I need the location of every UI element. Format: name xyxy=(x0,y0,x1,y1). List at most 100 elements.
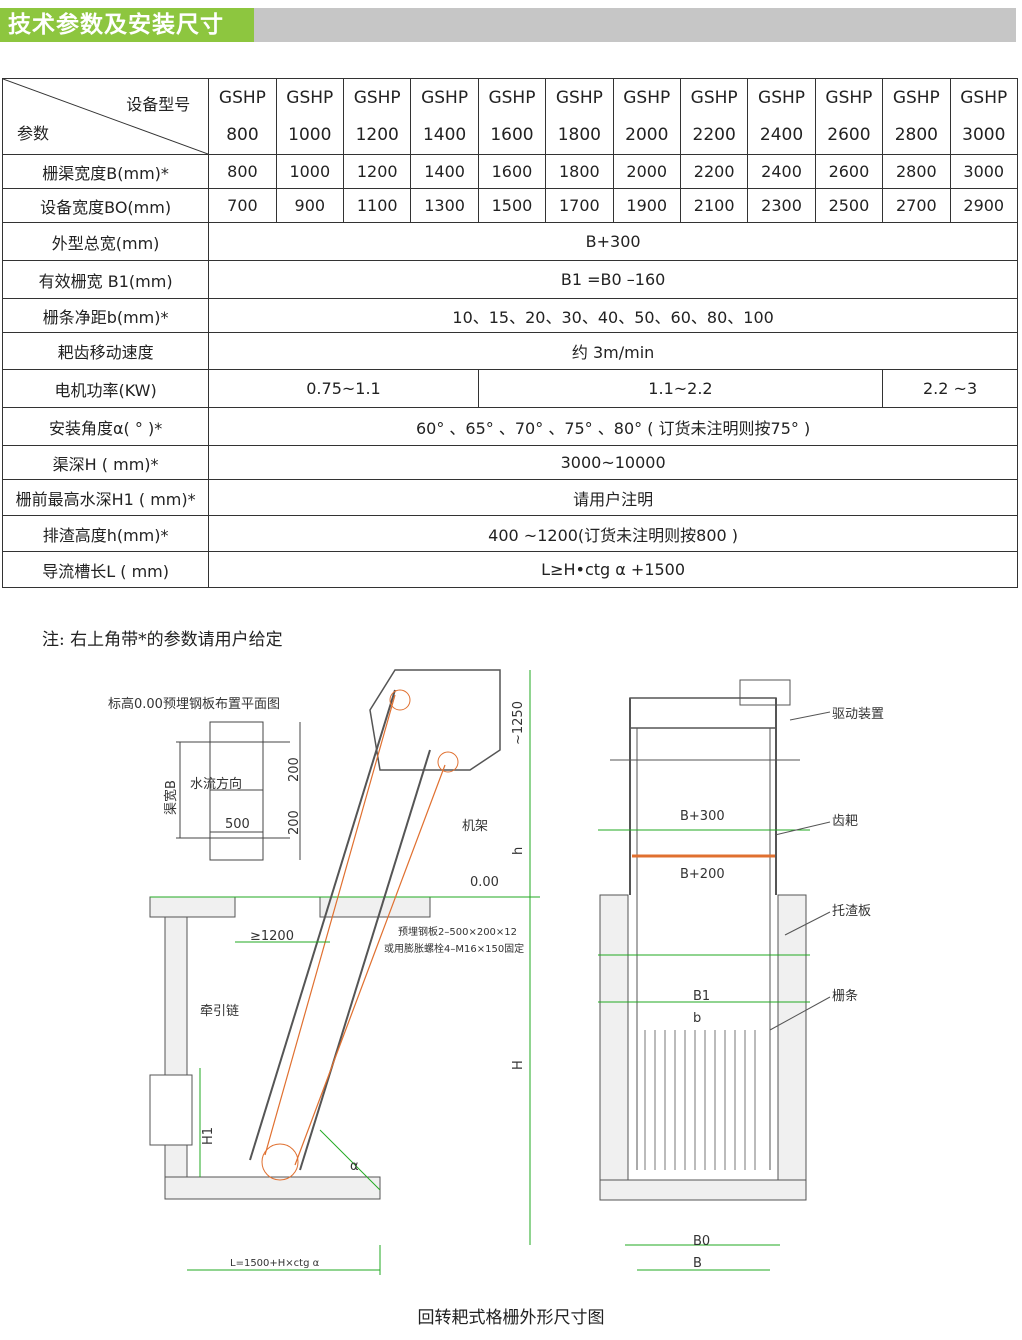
table-cell: 1700 xyxy=(545,188,614,223)
row-label: 栅渠宽度B(mm)* xyxy=(1,154,210,189)
side-view: ~1250 机架 h 0.00 ≥1200 预埋钢板2–500×200×12 或… xyxy=(149,669,540,1275)
parameter-note: 注: 右上角带*的参数请用户给定 xyxy=(42,630,283,650)
table-cell: 2600 xyxy=(814,154,884,189)
table-cell: 约 3m/min xyxy=(208,332,1018,370)
chain-label: 牵引链 xyxy=(200,1004,239,1019)
rake-label: 齿耙 xyxy=(832,814,858,829)
section-title: 技术参数及安装尺寸 xyxy=(0,8,254,42)
row-label: 栅前最高水深H1 ( mm)* xyxy=(1,479,210,516)
table-cell: B+300 xyxy=(208,222,1018,261)
table-cell: 2500 xyxy=(814,188,884,223)
dim-200-bottom: 200 xyxy=(287,810,302,835)
table-row-install-angle: 安装角度α( ° )* 60° 、65° 、70° 、75° 、80° ( 订货… xyxy=(1,407,1018,446)
table-row-overall-width: 外型总宽(mm) B+300 xyxy=(1,222,1018,261)
dim-b-plus-300: B+300 xyxy=(680,809,725,824)
dim-b-small: b xyxy=(693,1011,701,1026)
table-cell: 2100 xyxy=(679,188,749,223)
bars-label: 栅条 xyxy=(832,988,858,1004)
scraper-label: 托渣板 xyxy=(832,904,871,919)
table-cell: 2900 xyxy=(949,188,1019,223)
corner-diagonal xyxy=(3,79,208,154)
table-cell: 1800 xyxy=(545,154,614,189)
drive-label: 驱动装置 xyxy=(832,707,884,722)
dim-b1: B1 xyxy=(693,989,710,1004)
angle-alpha: α xyxy=(350,1159,359,1174)
table-cell: 2700 xyxy=(882,188,951,223)
table-cell: 1000 xyxy=(275,154,345,189)
table-row-max-water-depth: 栅前最高水深H1 ( mm)* 请用户注明 xyxy=(1,479,1018,516)
plate-note-1: 预埋钢板2–500×200×12 xyxy=(398,925,517,938)
table-cell: 0.75~1.1 xyxy=(208,369,479,408)
table-cell: 2200 xyxy=(679,154,749,189)
front-view: 驱动装置 齿耙 托渣板 栅条 B+300 B+200 B1 b B0 B xyxy=(598,679,884,1271)
table-cell: B1 =B0 –160 xyxy=(208,260,1018,299)
table-cell: 2.2 ~3 xyxy=(882,369,1018,408)
table-cell: 1100 xyxy=(342,188,412,223)
table-cell: L≥H•ctg α +1500 xyxy=(208,551,1018,588)
flow-direction-label: 水流方向 xyxy=(190,776,242,792)
table-cell: 1200 xyxy=(342,154,412,189)
table-cell: 1600 xyxy=(477,154,547,189)
table-row-equipment-width: 设备宽度BO(mm) 700 900 1100 1300 1500 1700 1… xyxy=(1,188,1019,223)
plan-title: 标高0.00预埋钢板布置平面图 xyxy=(108,696,280,712)
table-cell: 1900 xyxy=(612,188,681,223)
table-cell: 900 xyxy=(275,188,345,223)
table-row-bar-spacing: 栅条净距b(mm)* 10、15、20、30、40、50、60、80、100 xyxy=(1,298,1018,333)
dim-b0: B0 xyxy=(693,1234,710,1249)
table-row-motor-power: 电机功率(KW) 0.75~1.1 1.1~2.2 2.2 ~3 xyxy=(1,369,1018,408)
plate-note-2: 或用膨胀螺栓4–M16×150固定 xyxy=(384,942,524,955)
table-cell: 1.1~2.2 xyxy=(477,369,884,408)
corner-cell: 设备型号 参数 xyxy=(1,78,210,155)
dim-b-plus-200: B+200 xyxy=(680,867,725,882)
table-row-discharge-height: 排渣高度h(mm)* 400 ~1200(订货未注明则按800 ) xyxy=(1,515,1018,552)
row-label: 有效栅宽 B1(mm) xyxy=(1,260,210,299)
dim-b: B xyxy=(693,1256,702,1271)
dim-200-top: 200 xyxy=(287,757,302,782)
table-row-guide-trough: 导流槽长L ( mm) L≥H•ctg α +1500 xyxy=(1,551,1018,588)
row-label: 渠深H ( mm)* xyxy=(1,445,210,480)
table-cell: 10、15、20、30、40、50、60、80、100 xyxy=(208,298,1018,333)
row-label: 耙齿移动速度 xyxy=(1,332,210,370)
row-label: 设备宽度BO(mm) xyxy=(1,188,210,223)
row-label: 导流槽长L ( mm) xyxy=(1,551,210,588)
table-cell: 700 xyxy=(208,188,277,223)
table-cell: 1300 xyxy=(410,188,479,223)
elevation-label: 0.00 xyxy=(470,875,499,890)
corner-label-param: 参数 xyxy=(17,124,50,143)
row-label: 栅条净距b(mm)* xyxy=(1,298,210,333)
table-cell: 请用户注明 xyxy=(208,479,1018,516)
table-cell: 2300 xyxy=(747,188,816,223)
table-cell: 2000 xyxy=(612,154,681,189)
dim-500: 500 xyxy=(225,817,250,832)
dim-L-formula: L=1500+H×ctg α xyxy=(230,1258,320,1269)
dim-h: h xyxy=(511,847,526,855)
row-label: 电机功率(KW) xyxy=(1,369,210,408)
dim-H1: H1 xyxy=(201,1127,216,1145)
channel-width-label: 渠宽B xyxy=(163,780,179,815)
frame-label: 机架 xyxy=(462,819,488,834)
table-cell: 400 ~1200(订货未注明则按800 ) xyxy=(208,515,1018,552)
row-label: 排渣高度h(mm)* xyxy=(1,515,210,552)
table-cell: 60° 、65° 、70° 、75° 、80° ( 订货未注明则按75° ) xyxy=(208,407,1018,446)
table-cell: 3000~10000 xyxy=(208,445,1018,480)
table-row-effective-width: 有效栅宽 B1(mm) B1 =B0 –160 xyxy=(1,260,1018,299)
table-cell: 1400 xyxy=(410,154,479,189)
dim-1200: ≥1200 xyxy=(250,929,294,944)
table-row-channel-depth: 渠深H ( mm)* 3000~10000 xyxy=(1,445,1018,480)
dim-H: H xyxy=(511,1060,526,1070)
dim-1250: ~1250 xyxy=(511,701,526,745)
corner-label-model: 设备型号 xyxy=(126,95,191,114)
table-cell: 2400 xyxy=(747,154,816,189)
